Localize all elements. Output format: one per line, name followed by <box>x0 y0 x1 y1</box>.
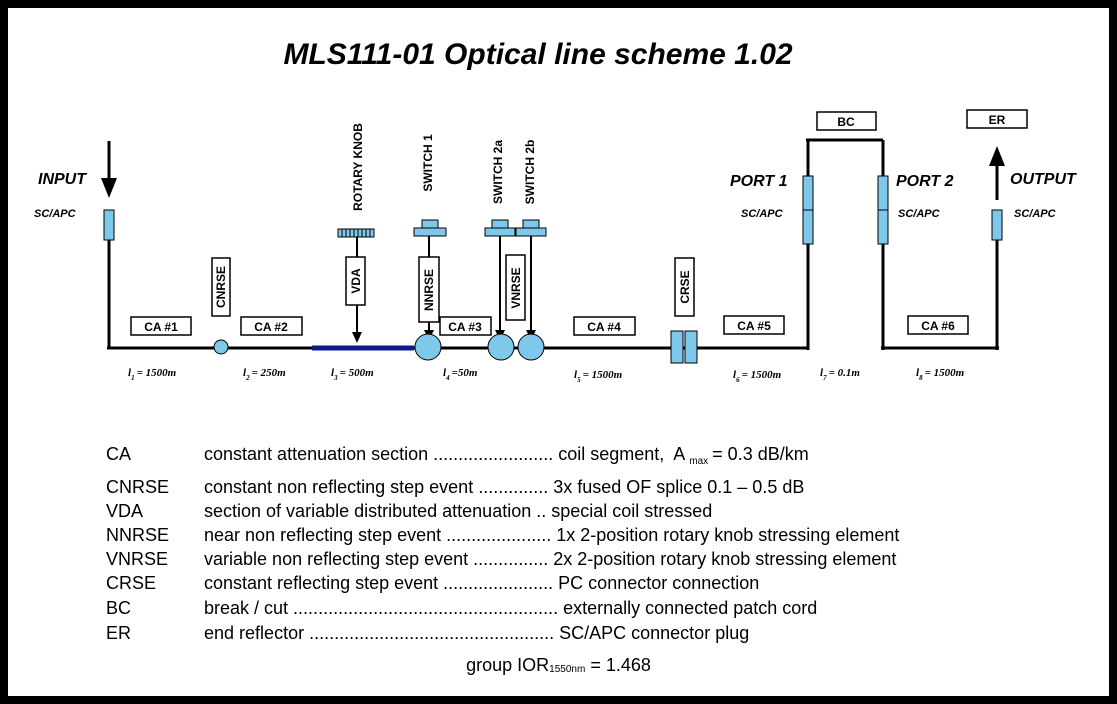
ior-subscript: 1550nm <box>549 664 586 675</box>
legend-amax-value: = 0.3 dB/km <box>712 444 809 464</box>
output-arrow <box>989 146 1005 200</box>
length-l3: l3= 500m <box>331 367 374 382</box>
cnrse-splice <box>213 339 229 355</box>
cnrse-label: CNRSE <box>214 266 228 308</box>
bc-box <box>816 111 877 131</box>
bc-label: BC <box>837 115 855 129</box>
legend-desc: end reflector ..........................… <box>204 623 750 643</box>
port2-connector-label: SC/APC <box>898 208 941 220</box>
input-connector <box>103 209 115 241</box>
length-l1: l1= 1500m <box>128 367 177 382</box>
legend-desc: near non reflecting step event .........… <box>204 525 900 545</box>
port1-connector-label: SC/APC <box>741 208 784 220</box>
crse-box <box>674 257 695 317</box>
legend-row-bc: BC break / cut ..........................… <box>86 578 817 638</box>
legend-desc: variable non reflecting step event .....… <box>204 549 897 569</box>
vda-box <box>345 256 366 306</box>
er-box <box>966 109 1028 129</box>
rotary-knob-knurl <box>341 229 371 237</box>
legend-abbr: NNRSE <box>106 525 170 545</box>
port2-connector <box>877 175 889 245</box>
output-connector <box>991 209 1003 241</box>
ca5-box: CA #5 <box>723 315 785 335</box>
port1-label: PORT 1 <box>730 173 788 190</box>
fiber-line <box>107 138 999 350</box>
nnrse-box <box>418 256 440 323</box>
legend-desc: break / cut ............................… <box>204 598 818 618</box>
input-connector-label: SC/APC <box>34 208 77 220</box>
legend-abbr: BC <box>106 598 132 618</box>
ior-prefix: group IOR <box>466 655 550 675</box>
vda-label: VDA <box>349 268 363 294</box>
vda-arrow-head <box>352 332 362 343</box>
port1-connector <box>802 175 814 245</box>
legend-row-vda: VDA section of variable distributed atten… <box>86 481 712 541</box>
rotary-knob-label: ROTARY KNOB <box>351 123 365 211</box>
ca1-box: CA #1 <box>130 316 192 336</box>
ior-value: = 1.468 <box>585 655 651 675</box>
legend-row-ca: CA constant attenuation section .........… <box>86 424 809 488</box>
svg-text:CA #1: CA #1 <box>144 320 178 334</box>
cnrse-box <box>211 257 231 317</box>
switch1-label: SWITCH 1 <box>421 134 435 192</box>
rotary-knob-icon <box>337 228 375 238</box>
legend-amax-sub: max <box>689 456 709 467</box>
switch2a-label: SWITCH 2a <box>491 140 505 204</box>
length-l8: l8= 1500m <box>916 367 965 382</box>
nnrse-label: NNRSE <box>422 269 436 311</box>
vnrse-coil-b <box>517 333 545 361</box>
length-l2: l2= 250m <box>243 367 286 382</box>
ca2-box: CA #2 <box>240 316 303 336</box>
switch2b-label: SWITCH 2b <box>523 140 537 205</box>
vnrse-label: VNRSE <box>509 267 523 308</box>
svg-text:CA #3: CA #3 <box>448 320 482 334</box>
legend-abbr: ER <box>106 623 132 643</box>
vnrse-coil-a <box>487 333 515 361</box>
length-l6: l6= 1500m <box>733 369 782 384</box>
crse-connector <box>670 330 698 364</box>
legend-row-crse: CRSE constant reflecting step event .....… <box>86 553 759 613</box>
legend-desc: section of variable distributed attenuat… <box>204 501 713 521</box>
svg-text:CA #6: CA #6 <box>921 319 955 333</box>
legend-abbr: CA <box>106 444 132 464</box>
vnrse-box <box>505 254 526 321</box>
page-title: MLS111-01 Optical line scheme 1.02 <box>283 38 792 71</box>
svg-text:CA #2: CA #2 <box>254 320 288 334</box>
length-l5: l5= 1500m <box>574 369 623 384</box>
er-label: ER <box>989 113 1006 127</box>
group-ior-note: group IOR1550nm = 1.468 <box>0 655 1117 676</box>
legend-row-cnrse: CNRSE constant non reflecting step event … <box>86 457 804 517</box>
legend-abbr: CNRSE <box>106 477 170 497</box>
length-l4: l4=50m <box>443 367 478 382</box>
legend-abbr: CRSE <box>106 573 157 593</box>
legend-abbr: VNRSE <box>106 549 169 569</box>
svg-text:CA #4: CA #4 <box>587 320 621 334</box>
input-label: INPUT <box>38 171 87 188</box>
svg-text:CA #5: CA #5 <box>737 319 771 333</box>
page-background <box>8 8 1109 696</box>
legend-row-vnrse: VNRSE variable non reflecting step event … <box>86 529 896 589</box>
legend-desc: constant reflecting step event .........… <box>204 573 760 593</box>
port2-label: PORT 2 <box>896 173 954 190</box>
legend-desc: constant non reflecting step event .....… <box>204 477 805 497</box>
output-connector-label: SC/APC <box>1014 208 1057 220</box>
output-label: OUTPUT <box>1010 171 1077 188</box>
crse-label: CRSE <box>678 270 692 303</box>
input-arrow <box>101 141 117 198</box>
legend-abbr: VDA <box>106 501 144 521</box>
legend-desc: constant attenuation section ...........… <box>204 444 686 464</box>
ca4-box: CA #4 <box>573 316 636 336</box>
legend-row-er: ER end reflector ........................… <box>86 603 749 663</box>
legend-row-nnrse: NNRSE near non reflecting step event ....… <box>86 505 899 565</box>
length-l7: l7= 0.1m <box>820 367 860 382</box>
ca3-box: CA #3 <box>439 316 492 336</box>
ca6-box: CA #6 <box>907 315 969 335</box>
nnrse-coil <box>414 333 442 361</box>
